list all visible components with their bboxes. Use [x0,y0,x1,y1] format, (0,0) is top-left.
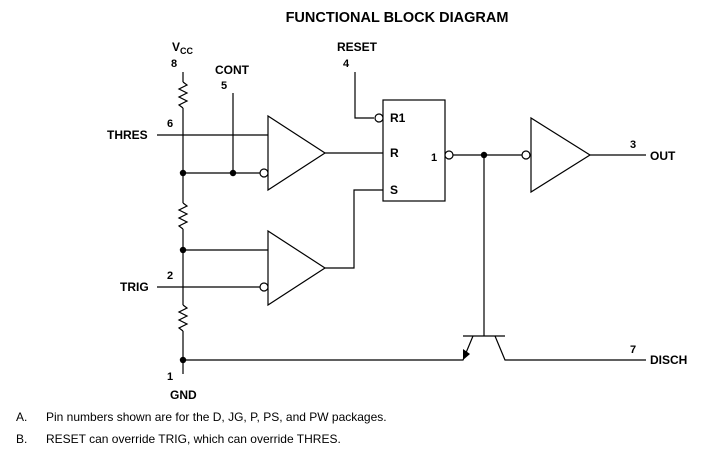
junction-dot [179,169,187,177]
ff-r-label: R [390,146,399,160]
pin-disch: 7 [630,344,636,356]
trigger-comparator [267,229,327,307]
ff-s-label: S [390,183,398,197]
junction-dot [229,169,237,177]
note-text: Pin numbers shown are for the D, JG, P, … [46,410,387,424]
trig-label: TRIG [120,280,149,294]
out-label: OUT [650,149,676,163]
output-buffer [530,116,592,194]
pin-out: 3 [630,139,636,151]
reset-bubble [374,113,384,123]
resistor-top [177,81,189,109]
transistor-emitter [183,335,474,361]
ff-output-pin: 1 [431,152,437,164]
inverting-input-bubble [259,282,269,292]
disch-label: DISCH [650,353,687,367]
pin-vcc: 8 [171,58,177,70]
reset-label: RESET [337,40,378,54]
transistor-collector [494,335,646,361]
resistor-mid [177,202,189,230]
ff-output-bubble [444,150,454,160]
resistor-divider [177,72,189,374]
flip-flop [382,99,446,202]
pin-trig: 2 [167,270,173,282]
inverting-input-bubble [259,168,269,178]
pin-gnd: 1 [167,371,173,383]
buffer-input-bubble [521,150,531,160]
note-key: B. [16,432,28,446]
junction-dot [179,246,187,254]
note-a: A. Pin numbers shown are for the D, JG, P… [16,410,387,424]
gnd-label: GND [170,388,197,402]
resistor-bottom [177,304,189,332]
note-key: A. [16,410,28,424]
thres-label: THRES [107,128,148,142]
emitter-arrow [463,349,470,360]
threshold-comparator [267,114,327,192]
junction-dot [179,356,187,364]
pin-reset: 4 [343,58,350,70]
note-text: RESET can override TRIG, which can overr… [46,432,341,446]
vcc-label: VCC [172,40,194,56]
note-b: B. RESET can override TRIG, which can ove… [16,432,341,446]
pin-cont: 5 [221,80,227,92]
pin-thres: 6 [167,118,173,130]
cont-label: CONT [215,63,250,77]
diagram-title: FUNCTIONAL BLOCK DIAGRAM [286,10,509,26]
ff-r1-label: R1 [390,111,406,125]
